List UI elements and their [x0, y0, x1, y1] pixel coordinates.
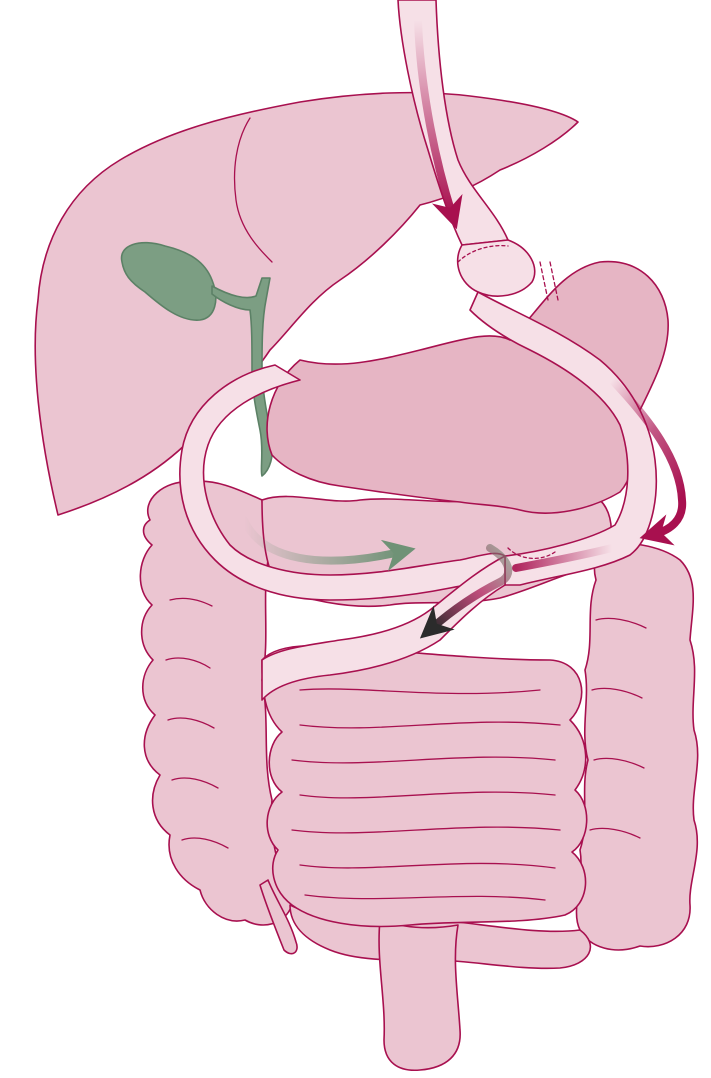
small-intestine: [262, 646, 587, 927]
descending-colon: [576, 543, 697, 950]
small-bowel-mass: [262, 646, 587, 927]
rectum: [379, 920, 460, 1070]
gastric-pouch: [458, 240, 535, 296]
